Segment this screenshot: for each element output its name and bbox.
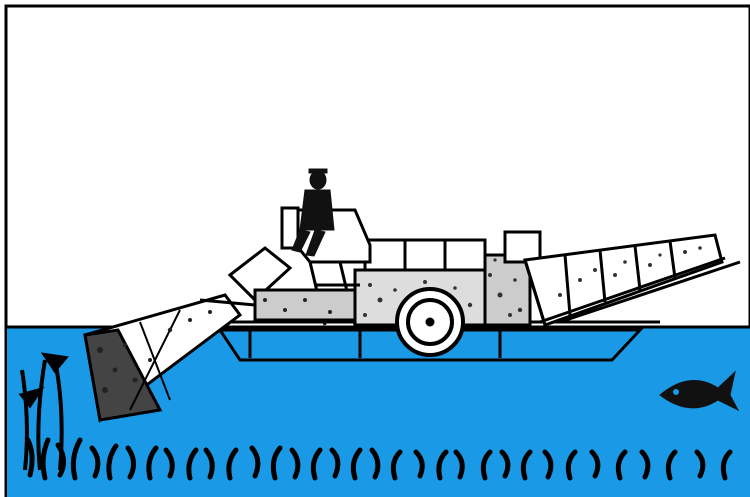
paddle-wheel — [397, 289, 463, 355]
